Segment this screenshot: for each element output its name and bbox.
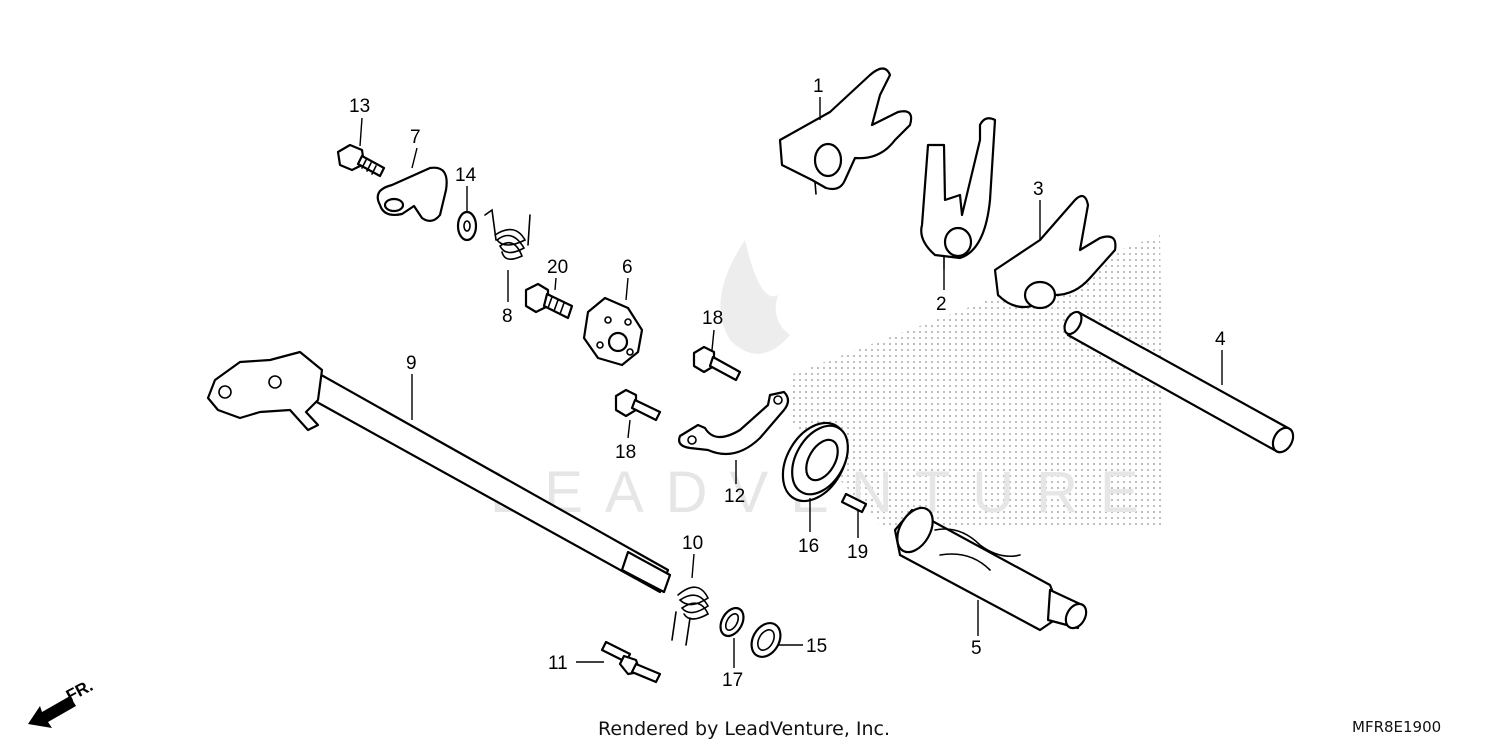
part-20-bolt (524, 282, 574, 320)
callout-3: 3 (1033, 179, 1044, 200)
part-3-fork (993, 194, 1117, 310)
part-2-fork (920, 117, 997, 269)
part-4-fork-shaft (1063, 310, 1295, 454)
part-12-plate (678, 390, 790, 456)
callout-15: 15 (806, 636, 827, 657)
part-13-bolt (336, 143, 386, 178)
callout-18-upper: 18 (702, 308, 723, 329)
callout-6: 6 (622, 257, 633, 278)
callout-16: 16 (798, 536, 819, 557)
part-7-stopper-arm (376, 166, 448, 222)
callout-18-lower: 18 (615, 442, 636, 463)
part-18-bolt-lower (614, 388, 662, 422)
halftone-wing-background (790, 235, 1165, 525)
part-8-spring (484, 208, 531, 260)
callout-1: 1 (813, 76, 824, 97)
callout-19: 19 (847, 542, 868, 563)
part-14-washer (456, 210, 478, 242)
callout-14: 14 (455, 165, 477, 186)
callout-7: 7 (410, 127, 421, 148)
diagram-code: MFR8E1900 (1352, 718, 1442, 736)
part-1-fork (778, 67, 913, 195)
front-arrow-icon (28, 696, 76, 728)
part-11-pin-bolt (600, 640, 662, 684)
callout-17: 17 (722, 670, 743, 691)
part-9-gearshift-spindle (206, 350, 672, 594)
part-6-drum-center (582, 296, 644, 367)
watermark-flame-icon (720, 240, 790, 354)
callout-10: 10 (682, 533, 703, 554)
callout-9: 9 (406, 353, 417, 374)
callout-12: 12 (724, 486, 745, 507)
callout-20: 20 (547, 257, 568, 278)
part-17-circlip (719, 606, 745, 638)
part-19-pin (840, 492, 868, 514)
part-15-washer (750, 622, 782, 658)
footer-credit: Rendered by LeadVenture, Inc. (598, 718, 891, 740)
part-10-spring (671, 586, 710, 646)
part-16-bearing (781, 421, 849, 503)
callout-13: 13 (349, 96, 370, 117)
callout-2: 2 (936, 294, 947, 315)
part-18-bolt-upper (692, 345, 742, 382)
callout-8: 8 (502, 306, 513, 327)
callout-5: 5 (971, 638, 982, 659)
callout-11: 11 (548, 653, 568, 674)
part-5-shift-drum (893, 506, 1088, 632)
front-direction-indicator: FR. (28, 676, 96, 728)
callout-4: 4 (1215, 329, 1226, 350)
leader-lines (359, 97, 1223, 668)
